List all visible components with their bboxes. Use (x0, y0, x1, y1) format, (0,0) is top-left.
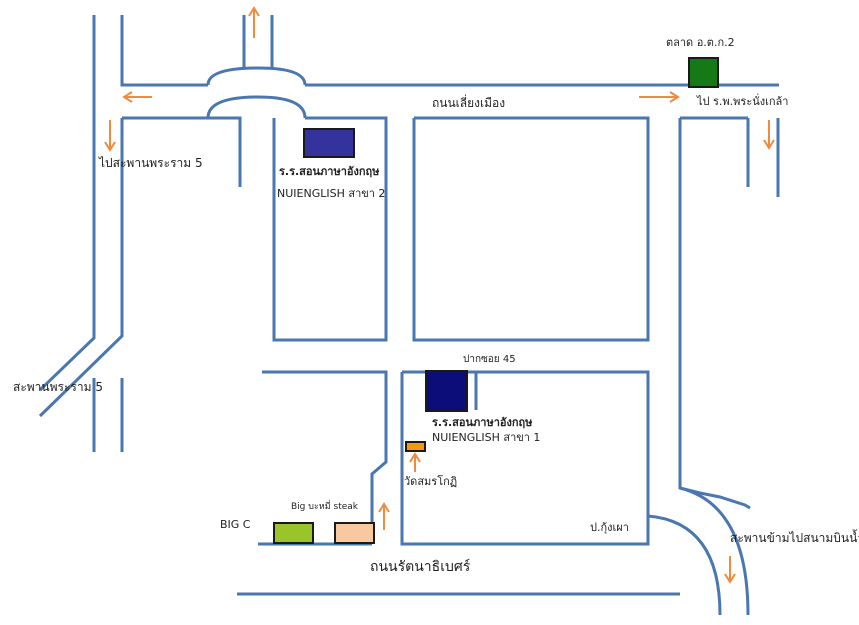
direction-arrows (104, 6, 775, 584)
road-west-inner (120, 15, 208, 87)
road-west-outer (38, 15, 96, 392)
branch1-name-label: ร.ร.สอนภาษาอังกฤษ (432, 416, 533, 429)
arrow-down-icon (724, 556, 736, 584)
market-building (688, 57, 719, 88)
arrow-right-icon (639, 91, 680, 103)
soi45-label: ปากซอย 45 (463, 354, 516, 365)
overpass-top (206, 66, 307, 86)
branch2-building (303, 128, 355, 158)
temple-building (405, 441, 426, 452)
ramp-outer (647, 514, 722, 616)
road-west-inner-lower (38, 118, 124, 418)
market-label: ตลาด อ.ต.ก.2 (666, 36, 735, 49)
block-lower-left (262, 370, 388, 544)
temple-label: วัดสมรโกฏิ (404, 475, 458, 488)
ramp-inner (679, 486, 750, 616)
block-branch2 (272, 116, 388, 342)
branch2-sub-label: NUIENGLISH สาขา 2 (277, 187, 386, 200)
roads (38, 15, 780, 616)
block-large (412, 116, 650, 342)
kung-pao-label: ป.กุ้งเผา (590, 521, 629, 534)
bigc-label: BIG C (220, 518, 251, 531)
arrow-down-icon (763, 120, 775, 150)
bigc-building (273, 522, 314, 544)
branch2-name-label: ร.ร.สอนภาษาอังกฤษ (279, 165, 380, 178)
restaurant-label: Big บะหมี่ steak (291, 502, 359, 512)
lieng-mueang-road-label: ถนนเลี่ยงเมือง (432, 96, 506, 110)
lieng-mueang-lower-left (122, 116, 242, 187)
overpass-bottom (206, 95, 307, 119)
branch1-building (425, 370, 468, 412)
branch1-sub-label: NUIENGLISH สาขา 1 (432, 431, 541, 444)
restaurant-building (334, 522, 375, 544)
arrow-up-icon (409, 452, 421, 472)
rama5-bridge-label: สะพานพระราม 5 (13, 380, 103, 394)
road-east-upper (678, 118, 751, 510)
arrow-up-icon (248, 6, 260, 38)
airport-bridge-label: สะพานข้ามไปสนามบินน้ำ (730, 531, 859, 545)
rattanathibet-road-label: ถนนรัตนาธิเบศร์ (370, 559, 471, 575)
to-rama5-bridge-label: ไปสะพานพระราม 5 (99, 156, 203, 170)
arrow-up-icon (378, 502, 390, 530)
to-hospital-label: ไป ร.พ.พระนั่งเกล้า (697, 95, 789, 108)
block-branch1 (400, 370, 650, 546)
arrow-down-icon (104, 120, 116, 152)
arrow-left-icon (122, 91, 152, 103)
